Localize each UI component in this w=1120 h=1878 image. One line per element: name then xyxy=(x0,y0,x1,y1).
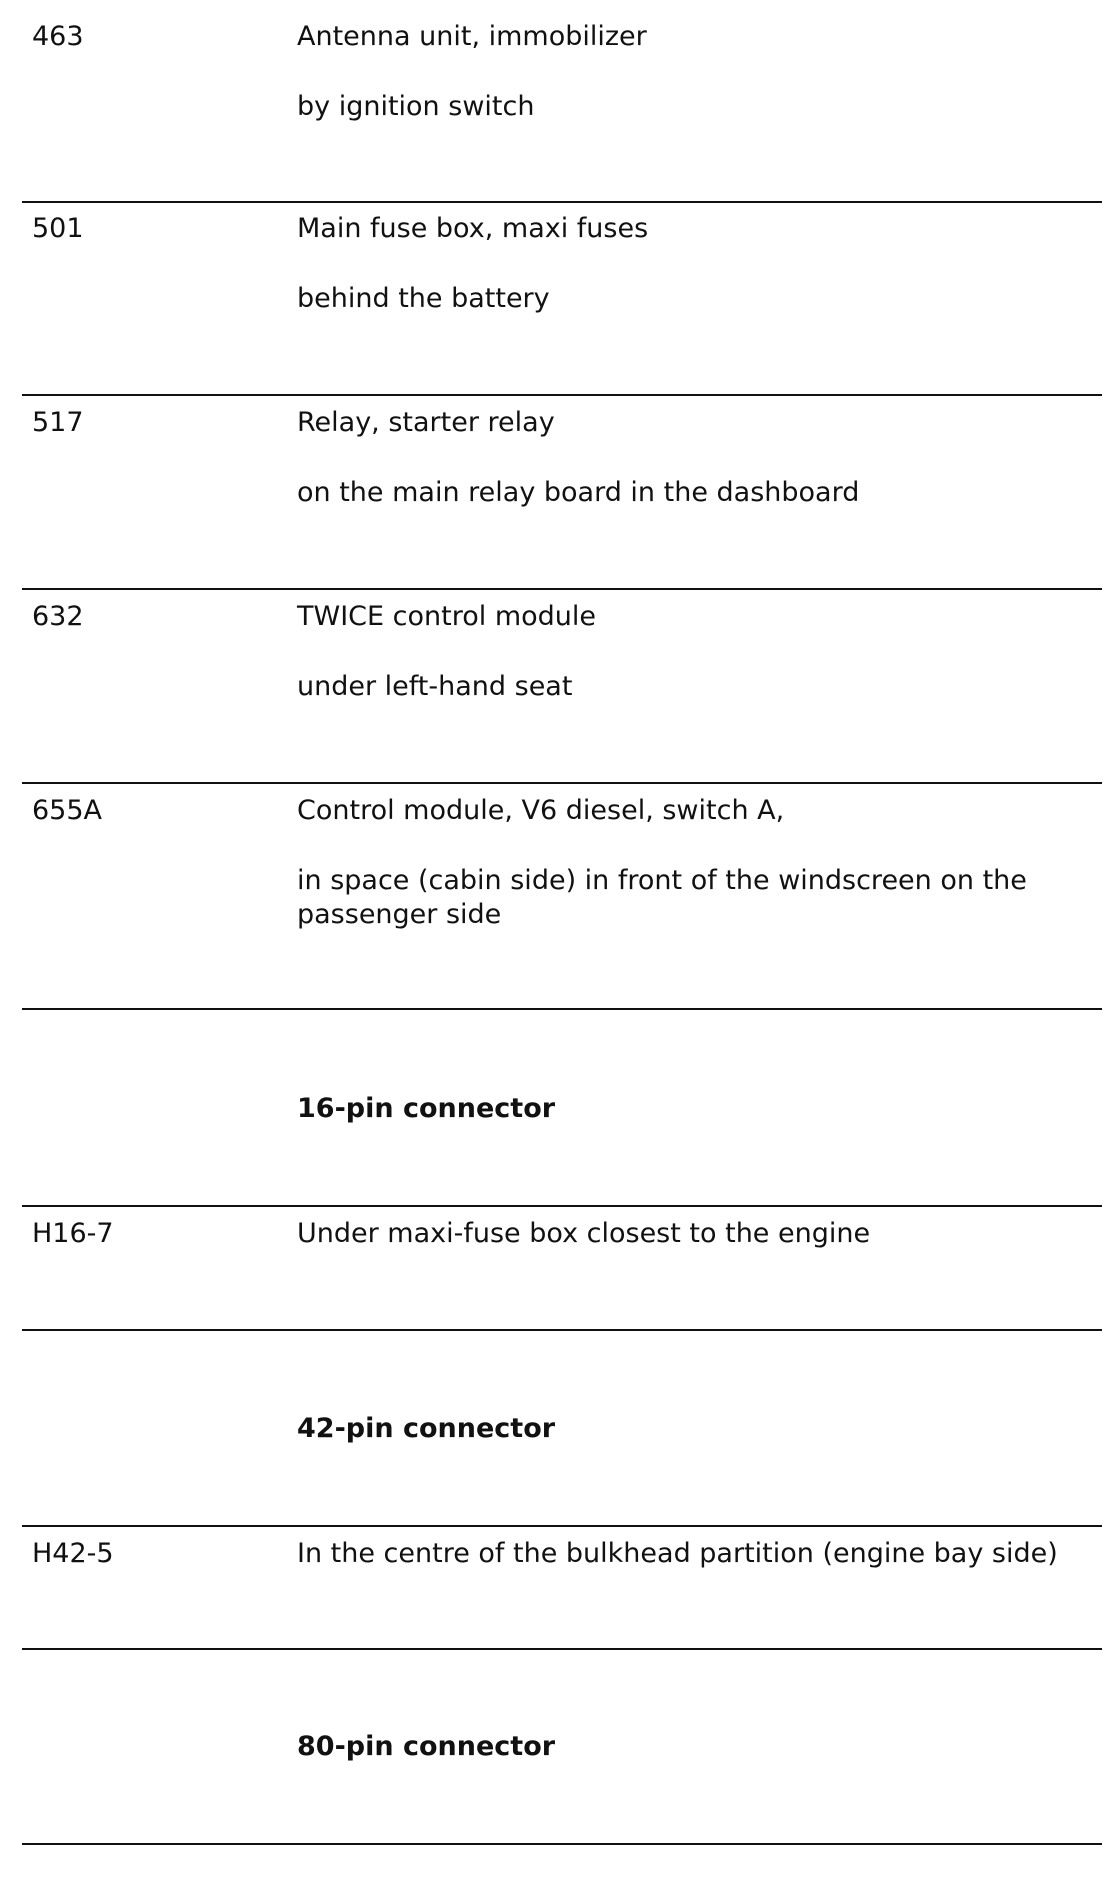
entry-description: Relay, starter relay on the main relay b… xyxy=(297,406,1097,510)
section-heading: 80-pin connector xyxy=(297,1731,556,1762)
entry-location: behind the battery xyxy=(297,283,550,314)
entry-description: Antenna unit, immobilizer by ignition sw… xyxy=(297,20,1097,124)
section-heading: 42-pin connector xyxy=(297,1413,556,1444)
connector-location: In the centre of the bulkhead partition … xyxy=(297,1538,1058,1569)
divider xyxy=(22,1205,1102,1207)
entry-title: Antenna unit, immobilizer xyxy=(297,21,647,52)
entry-code: 517 xyxy=(32,407,84,438)
entry-location: under left-hand seat xyxy=(297,671,573,702)
entry-description: Main fuse box, maxi fuses behind the bat… xyxy=(297,212,1097,316)
divider xyxy=(22,1008,1102,1010)
divider xyxy=(22,394,1102,396)
entry-title: Relay, starter relay xyxy=(297,407,555,438)
entry-code: 463 xyxy=(32,21,84,52)
divider xyxy=(22,588,1102,590)
entry-code: 655A xyxy=(32,795,103,826)
entry-description: Control module, V6 diesel, switch A, in … xyxy=(297,794,1097,932)
entry-code: 501 xyxy=(32,213,84,244)
divider xyxy=(22,1648,1102,1650)
entry-location: on the main relay board in the dashboard xyxy=(297,477,860,508)
connector-location: Under maxi-fuse box closest to the engin… xyxy=(297,1218,871,1249)
connector-code: H42-5 xyxy=(32,1538,114,1569)
entry-description: TWICE control module under left-hand sea… xyxy=(297,600,1097,704)
divider xyxy=(22,1843,1102,1845)
divider xyxy=(22,1525,1102,1527)
entry-location: in space (cabin side) in front of the wi… xyxy=(297,865,1027,930)
divider xyxy=(22,201,1102,203)
connector-code: H16-7 xyxy=(32,1218,114,1249)
entry-code: 632 xyxy=(32,601,84,632)
entry-location: by ignition switch xyxy=(297,91,535,122)
entry-title: Main fuse box, maxi fuses xyxy=(297,213,649,244)
entry-title: TWICE control module xyxy=(297,601,597,632)
section-heading: 16-pin connector xyxy=(297,1093,556,1124)
divider xyxy=(22,1329,1102,1331)
divider xyxy=(22,782,1102,784)
entry-title: Control module, V6 diesel, switch A, xyxy=(297,795,785,826)
